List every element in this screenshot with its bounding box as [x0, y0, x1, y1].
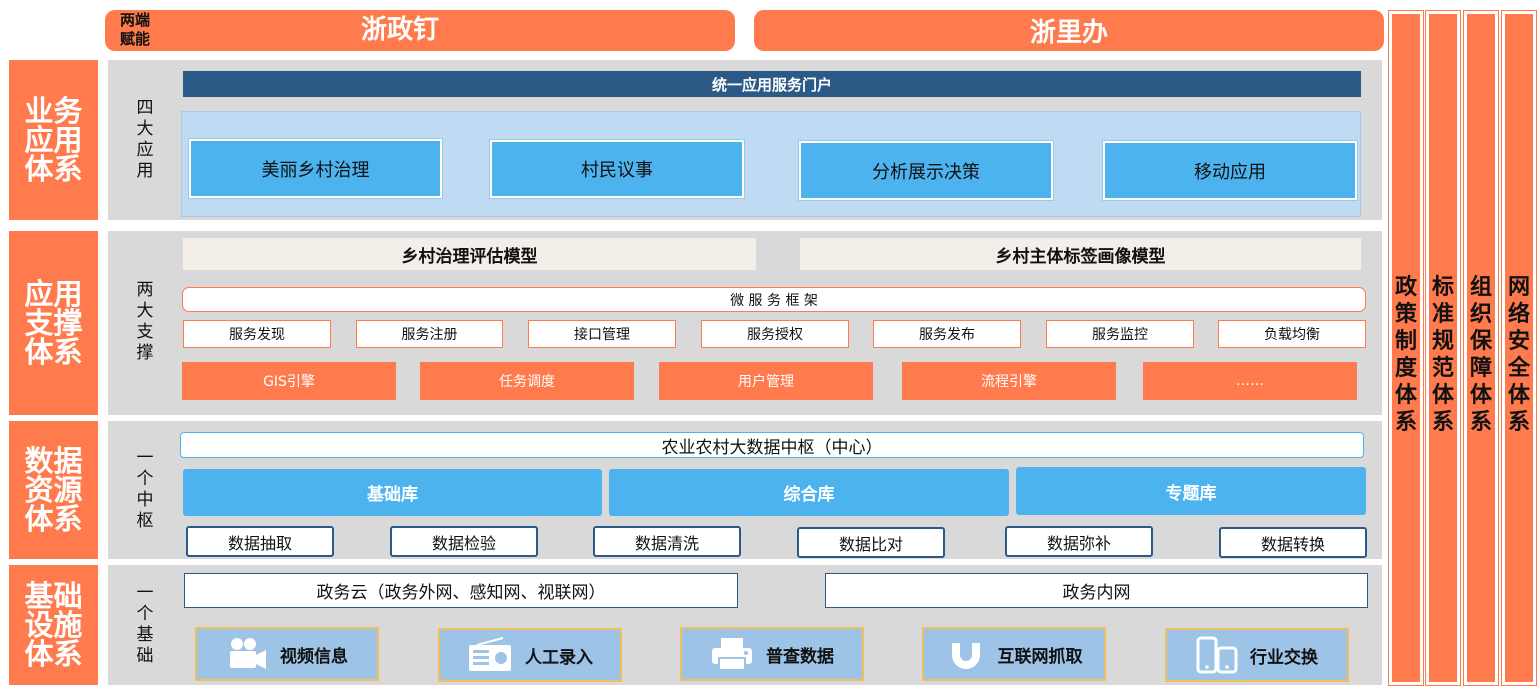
column-security-system: 网 络 安 全 体 系 [1501, 10, 1537, 686]
microservice-framework: 微 服 务 框 架 [182, 287, 1366, 312]
layer-infra: 基础 设施 体系 [9, 565, 98, 685]
printer-icon [712, 638, 752, 671]
video-camera-icon [230, 638, 266, 669]
source-web-crawl-label: 互联网抓取 [997, 646, 1083, 667]
source-video-label: 视频信息 [280, 646, 348, 667]
engine-gis[interactable]: GIS引擎 [182, 362, 396, 400]
svc-publish[interactable]: 服务发布 [873, 320, 1021, 348]
model-rural-governance: 乡村治理评估模型 [183, 238, 756, 270]
top-label: 两端 赋能 [120, 11, 151, 48]
bigdata-hub: 农业农村大数据中枢（中心） [180, 432, 1364, 458]
column-policy-label: 政 策 制 度 体 系 [1394, 275, 1417, 435]
column-organization-label: 组 织 保 障 体 系 [1469, 275, 1492, 435]
svc-discovery[interactable]: 服务发现 [183, 320, 331, 348]
op-transform[interactable]: 数据转换 [1219, 527, 1367, 558]
column-policy-system: 政 策 制 度 体 系 [1388, 10, 1424, 686]
two-support-label: 两 大 支 撑 [136, 280, 154, 363]
app-analysis-decision[interactable]: 分析展示决策 [798, 140, 1054, 201]
column-security-label: 网 络 安 全 体 系 [1507, 275, 1530, 435]
radio-icon [469, 637, 511, 671]
engine-more[interactable]: …… [1143, 362, 1357, 400]
op-compare[interactable]: 数据比对 [797, 527, 945, 558]
column-organization-system: 组 织 保 障 体 系 [1463, 10, 1499, 686]
top-bar-left [105, 10, 735, 51]
magnet-icon [950, 637, 981, 669]
source-census-label: 普查数据 [766, 646, 834, 667]
source-industry-exchange[interactable]: 行业交换 [1165, 628, 1349, 682]
portal-label: 统一应用服务门户 [711, 75, 832, 94]
layer-data: 数据 资源 体系 [9, 421, 98, 559]
op-validate[interactable]: 数据检验 [390, 526, 538, 557]
source-census[interactable]: 普查数据 [680, 627, 864, 681]
op-supplement[interactable]: 数据弥补 [1005, 526, 1153, 557]
svc-registration[interactable]: 服务注册 [356, 320, 503, 348]
model-rural-portrait: 乡村主体标签画像模型 [800, 238, 1361, 270]
source-industry-exchange-label: 行业交换 [1250, 647, 1318, 668]
op-extract[interactable]: 数据抽取 [186, 526, 334, 557]
op-clean[interactable]: 数据清洗 [593, 526, 741, 557]
one-hub-label: 一 个 中 枢 [136, 448, 154, 531]
svc-interface-mgmt[interactable]: 接口管理 [528, 320, 676, 348]
source-manual-entry[interactable]: 人工录入 [438, 628, 622, 682]
gov-cloud: 政务云（政务外网、感知网、视联网） [184, 573, 738, 608]
column-standard-label: 标 准 规 范 体 系 [1431, 275, 1454, 435]
engine-workflow[interactable]: 流程引擎 [902, 362, 1116, 400]
app-mobile[interactable]: 移动应用 [1102, 140, 1358, 201]
library-comprehensive[interactable]: 综合库 [609, 469, 1009, 516]
unified-portal: 统一应用服务门户 [183, 71, 1361, 97]
zhezhengding-title: 浙政钉 [360, 15, 439, 45]
source-web-crawl[interactable]: 互联网抓取 [922, 627, 1106, 681]
engine-task-scheduling[interactable]: 任务调度 [420, 362, 634, 400]
source-video[interactable]: 视频信息 [195, 627, 379, 681]
four-apps-label: 四 大 应 用 [136, 98, 154, 181]
svc-authorization[interactable]: 服务授权 [701, 320, 849, 348]
layer-support: 应用 支撑 体系 [9, 231, 98, 415]
layer-business: 业务 应用 体系 [9, 60, 98, 220]
svc-load-balance[interactable]: 负载均衡 [1218, 320, 1366, 348]
library-thematic[interactable]: 专题库 [1016, 467, 1366, 515]
library-basic[interactable]: 基础库 [183, 469, 602, 516]
one-base-label: 一 个 基 础 [136, 583, 154, 666]
gov-intranet: 政务内网 [825, 573, 1368, 608]
column-standard-system: 标 准 规 范 体 系 [1425, 10, 1461, 686]
svc-monitor[interactable]: 服务监控 [1046, 320, 1194, 348]
devices-icon [1196, 636, 1238, 674]
source-manual-entry-label: 人工录入 [525, 647, 593, 668]
app-beautiful-village[interactable]: 美丽乡村治理 [188, 138, 443, 199]
top-bar-right: 浙里办 [754, 10, 1384, 51]
app-villager-discussion[interactable]: 村民议事 [489, 139, 745, 199]
engine-user-mgmt[interactable]: 用户管理 [659, 362, 873, 400]
zhelimban-title: 浙里办 [1029, 18, 1108, 48]
